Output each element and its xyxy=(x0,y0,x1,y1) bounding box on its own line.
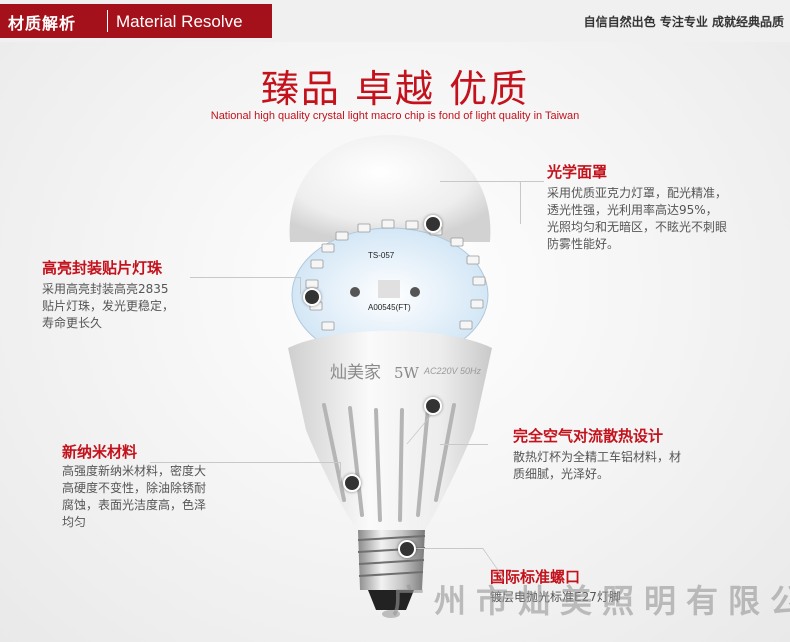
feature-desc-e27-base: 镀层电抛光标准E27灯脚 xyxy=(490,590,621,604)
pcb-code-top: TS-057 xyxy=(368,251,395,260)
callout-dot-optical-cover xyxy=(424,215,442,233)
section-title-en: Material Resolve xyxy=(116,12,243,31)
section-header: 材质解析 Material Resolve 自信自然出色 专注专业 成就经典品质 xyxy=(0,0,790,42)
feature-title-optical-cover: 光学面罩 xyxy=(547,163,608,181)
feature-desc-heat-design: 散热灯杯为全精工车铝材料，材 质细腻，光泽好。 xyxy=(513,450,682,481)
heat-sink-fins xyxy=(322,403,456,522)
feature-title-e27-base: 国际标准螺口 xyxy=(490,568,581,586)
feature-title-nano-material: 新纳米材料 xyxy=(62,443,138,461)
feature-desc-optical-cover: 采用优质亚克力灯罩，配光精准， 透光性强，光利用率高达95%， 光照均匀和无暗区… xyxy=(547,186,728,251)
section-title-cn: 材质解析 xyxy=(8,14,77,33)
pcb-code-bottom: A00545(FT) xyxy=(368,303,411,312)
headline-subtitle: National high quality crystal light macr… xyxy=(210,110,580,122)
header-divider xyxy=(107,10,108,32)
leader-line-heat-design xyxy=(440,404,488,445)
callout-dot-led-chip xyxy=(303,288,321,306)
leader-line-led-chip xyxy=(190,277,301,294)
feature-desc-nano-material: 高强度新纳米材料，密度大 高硬度不变性，除油除锈耐 腐蚀，表面光洁度高，色泽 均… xyxy=(62,464,207,529)
section-header-banner: 材质解析 Material Resolve xyxy=(0,4,272,38)
headline-title: 臻品 卓越 优质 xyxy=(260,67,530,111)
leader-line-optical-cover xyxy=(440,181,521,224)
callout-dot-e27-base xyxy=(398,540,416,558)
feature-title-heat-design: 完全空气对流散热设计 xyxy=(513,427,664,445)
leader-line-optical-cover-tail xyxy=(520,181,544,182)
brand-slogan: 自信自然出色 专注专业 成就经典品质 xyxy=(583,15,784,29)
callout-dot-heat-design xyxy=(424,397,442,415)
leader-line-nano-material xyxy=(150,462,341,481)
optical-cover-dome xyxy=(289,135,491,242)
bulb-brand-print: 灿美家 xyxy=(330,363,381,383)
company-watermark: 广州市灿美照明有限公司 xyxy=(392,583,790,619)
callout-dot-nano-material xyxy=(343,474,361,492)
feature-desc-led-chip: 采用高亮封装高亮2835 贴片灯珠，发光更稳定， 寿命更长久 xyxy=(42,282,175,330)
bulb-wattage-print: 5W xyxy=(394,364,420,382)
feature-title-led-chip: 高亮封装贴片灯珠 xyxy=(42,259,163,277)
bulb-voltage-print: AC220V 50Hz xyxy=(423,366,482,376)
